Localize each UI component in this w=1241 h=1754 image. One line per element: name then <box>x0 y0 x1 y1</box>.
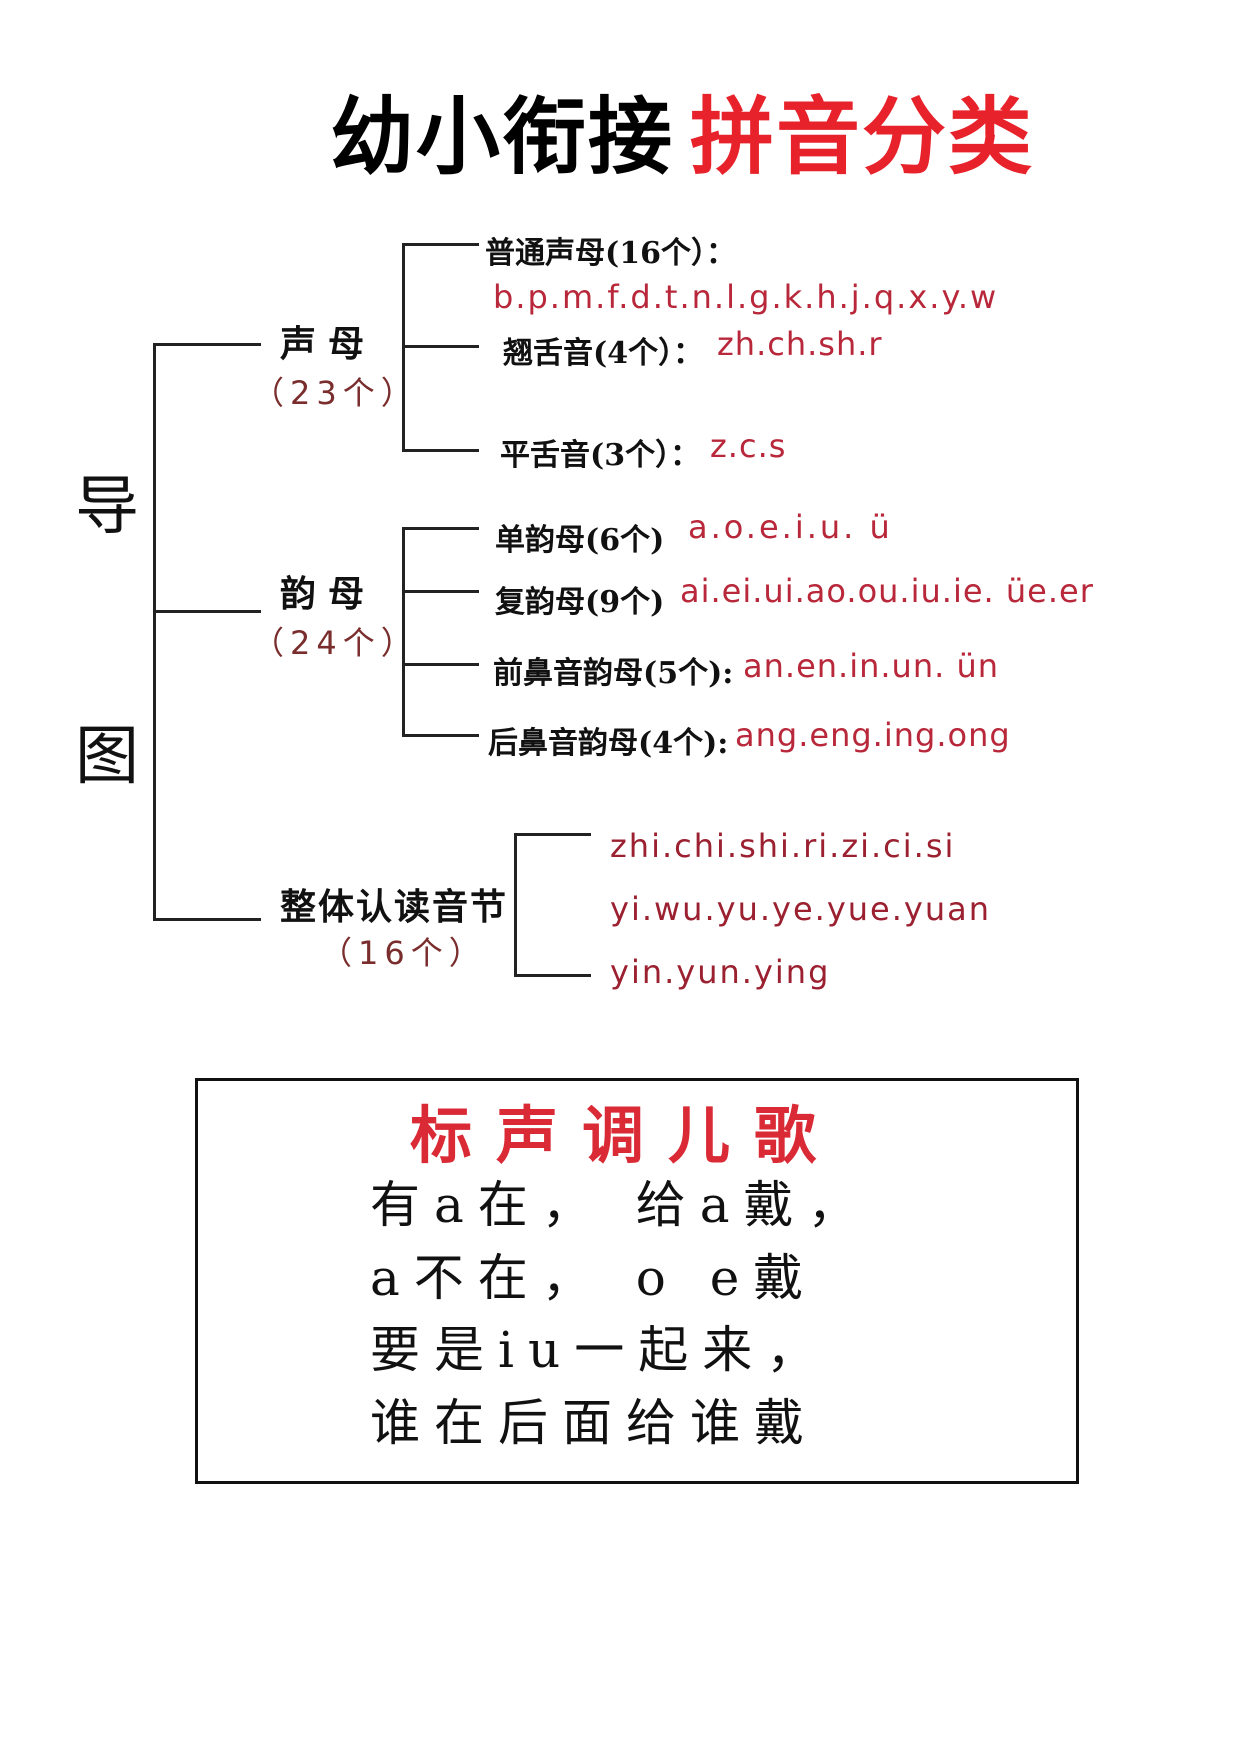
shengmu-name: 声母 <box>280 323 377 365</box>
yunmu-bracket-4 <box>402 734 479 737</box>
shengmu-qiaoshe-label: 翘舌音(4个）： <box>503 336 704 371</box>
guide-char-2: 图 <box>75 720 139 794</box>
shengmu-bracket-bottom <box>402 449 479 452</box>
yunmu-fu-label: 复韵母(9个) <box>495 585 665 620</box>
page-title-red: 拼音分类 <box>690 88 1035 186</box>
main-bracket-bottom <box>153 918 261 921</box>
yunmu-qianbi-value: an.en.in.un. ün <box>743 647 1000 685</box>
shengmu-bracket-middle <box>402 345 479 348</box>
guide-char-1: 导 <box>75 470 139 544</box>
shengmu-qiaoshe-value: zh.ch.sh.r <box>717 325 883 363</box>
zhengti-line-1: zhi.chi.shi.ri.zi.ci.si <box>610 827 956 865</box>
zhengti-line-2: yi.wu.yu.ye.yue.yuan <box>610 890 991 928</box>
zhengti-bracket-top <box>514 833 591 836</box>
song-line-3: 要是iu一起来， <box>370 1321 831 1379</box>
song-line-1: 有a在， 给a戴， <box>370 1176 872 1234</box>
zhengti-line-3: yin.yun.ying <box>610 953 831 991</box>
yunmu-qianbi-label: 前鼻音韵母(5个): <box>493 656 734 691</box>
zhengti-bracket-bottom <box>514 974 591 977</box>
shengmu-putong-value: b.p.m.f.d.t.n.l.g.k.h.j.q.x.y.w <box>493 278 999 316</box>
song-box <box>195 1078 1079 1484</box>
shengmu-pingshe-label: 平舌音(3个）： <box>500 438 701 473</box>
yunmu-fu-value: ai.ei.ui.ao.ou.iu.ie. üe.er <box>680 572 1094 610</box>
shengmu-bracket-top <box>402 243 479 246</box>
shengmu-pingshe-value: z.c.s <box>710 427 787 465</box>
song-line-2: a不在， o e戴 <box>370 1249 818 1307</box>
yunmu-name: 韵母 <box>280 573 377 615</box>
yunmu-count: （24个） <box>252 624 419 662</box>
main-bracket-vertical <box>153 343 156 921</box>
yunmu-bracket-3 <box>402 663 479 666</box>
yunmu-bracket-1 <box>402 527 479 530</box>
yunmu-houbi-label: 后鼻音韵母(4个): <box>488 726 729 761</box>
main-bracket-middle <box>153 610 261 613</box>
yunmu-bracket-vertical <box>402 527 405 737</box>
yunmu-bracket-2 <box>402 590 479 593</box>
zhengti-count: （16个） <box>320 934 487 972</box>
zhengti-name: 整体认读音节 <box>280 886 509 928</box>
shengmu-putong-label: 普通声母(16个）： <box>485 236 736 271</box>
yunmu-houbi-value: ang.eng.ing.ong <box>735 716 1011 754</box>
song-title: 标声调儿歌 <box>410 1099 841 1172</box>
page-title-black: 幼小衔接 <box>330 88 675 186</box>
yunmu-dan-value: a.o.e.i.u. ü <box>688 508 893 546</box>
song-line-4: 谁在后面给谁戴 <box>370 1394 818 1452</box>
main-bracket-top <box>153 343 261 346</box>
shengmu-count: （23个） <box>252 374 419 412</box>
zhengti-bracket-vertical <box>514 833 517 977</box>
yunmu-dan-label: 单韵母(6个) <box>495 523 665 558</box>
